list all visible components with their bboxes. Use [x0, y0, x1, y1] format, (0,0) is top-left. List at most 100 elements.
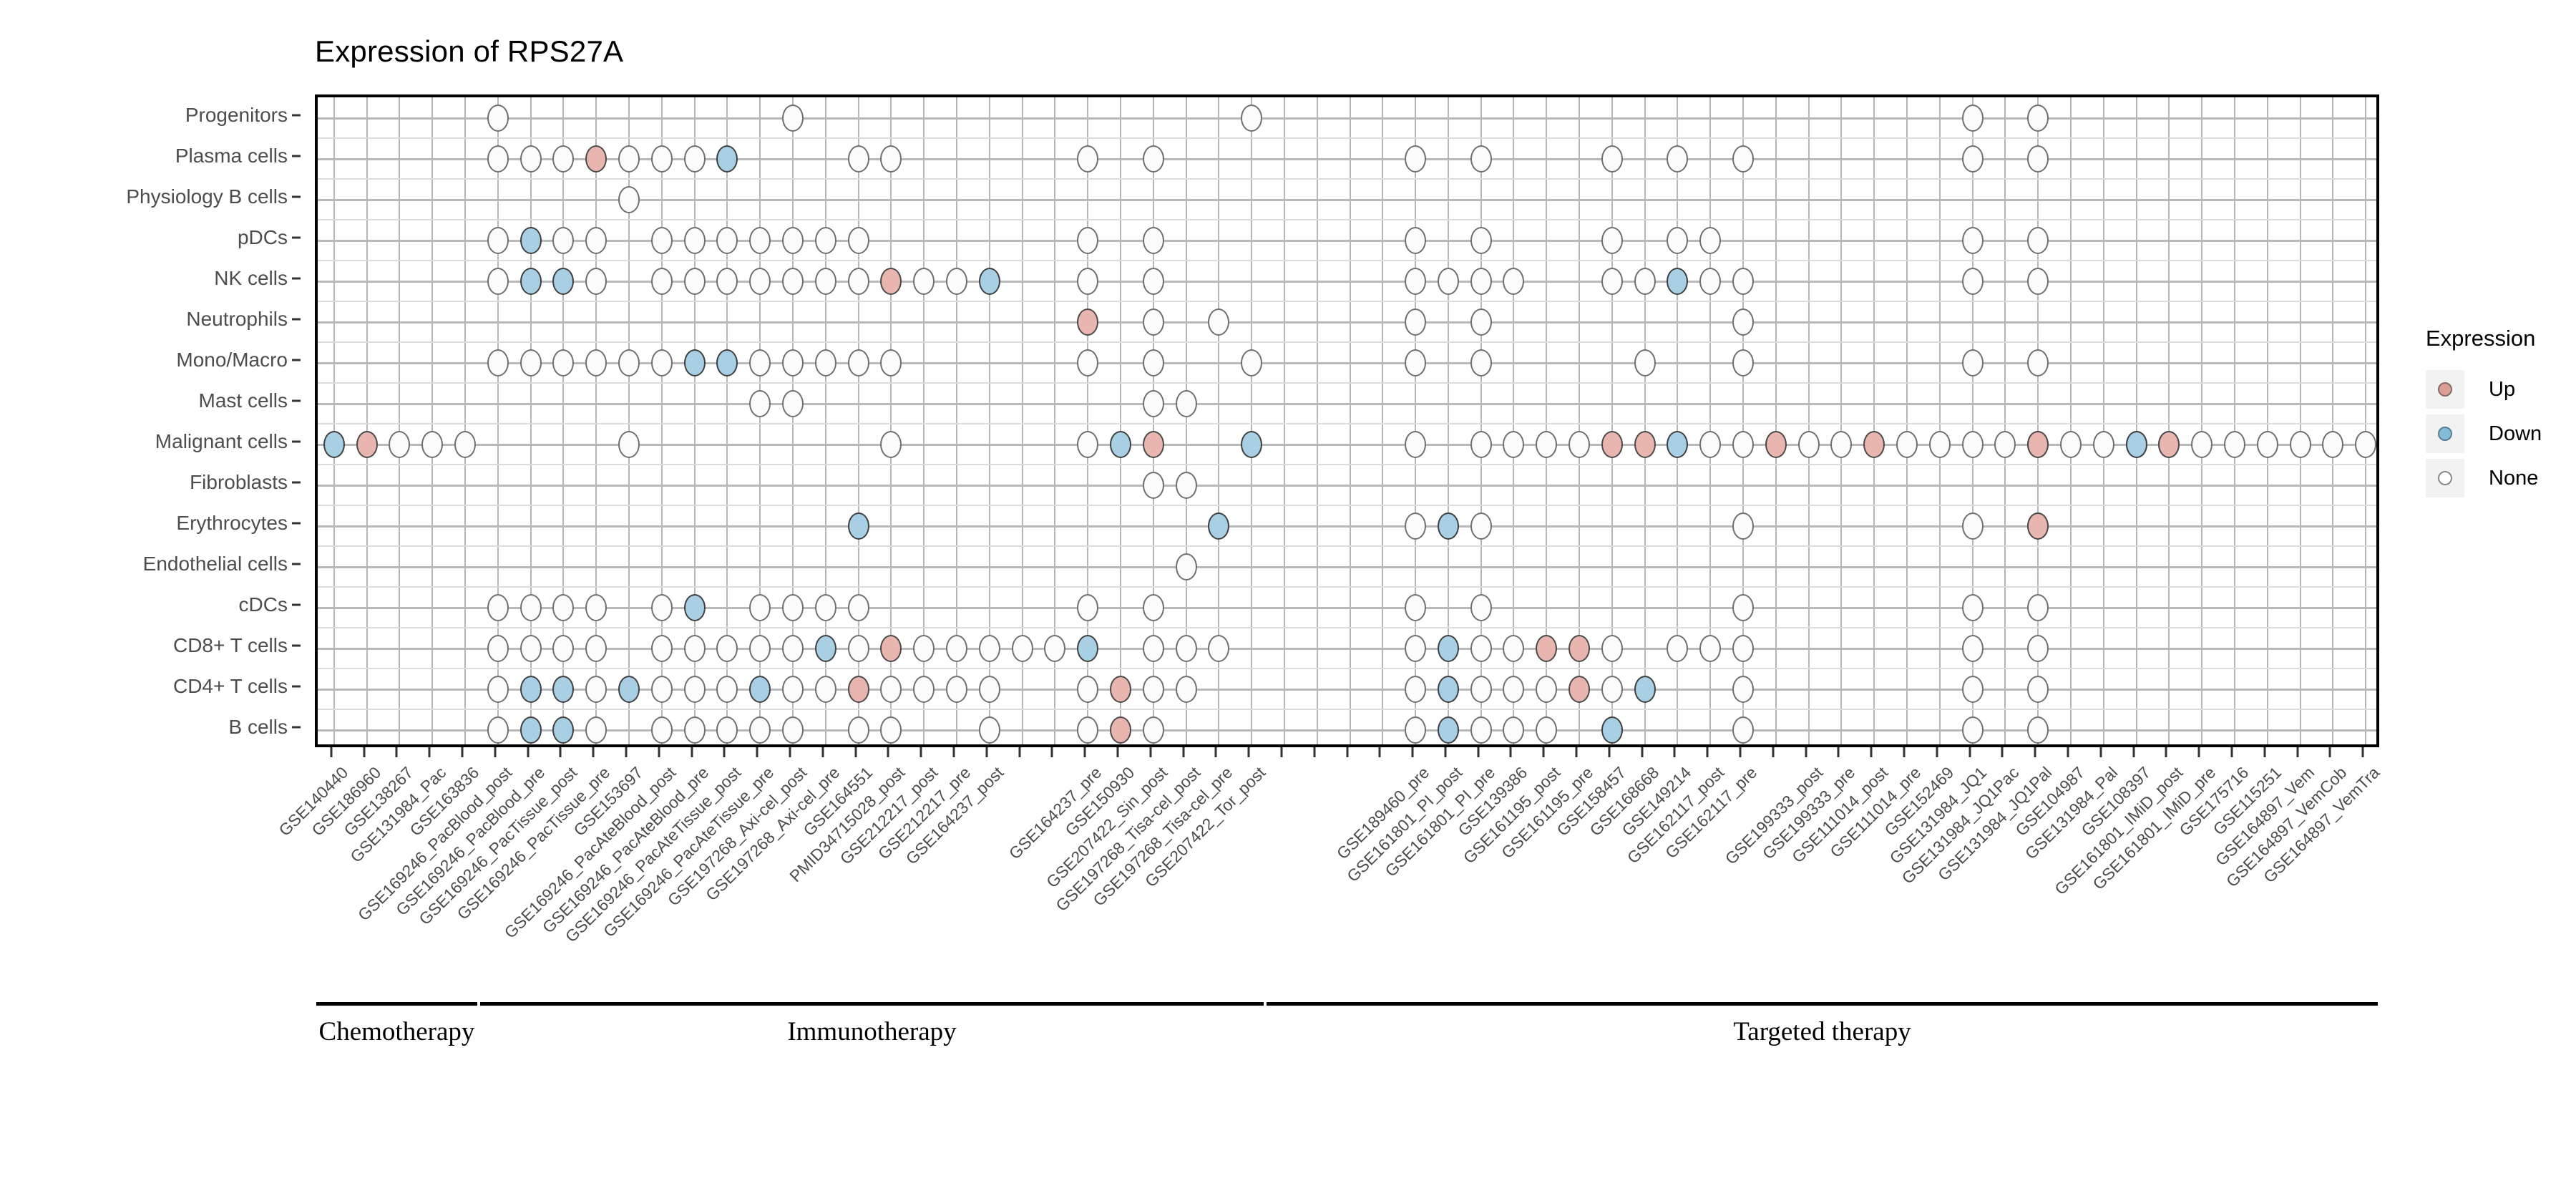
dot-none[interactable] [1077, 675, 1099, 703]
dot-none[interactable] [1732, 593, 1755, 621]
dot-none[interactable] [552, 349, 575, 376]
dot-none[interactable] [1961, 634, 1984, 662]
dot-none[interactable] [749, 349, 771, 376]
dot-none[interactable] [847, 349, 869, 376]
dot-down[interactable] [683, 593, 706, 621]
dot-none[interactable] [880, 349, 902, 376]
dot-up[interactable] [1109, 716, 1131, 744]
dot-none[interactable] [1470, 634, 1492, 662]
dot-none[interactable] [1405, 267, 1427, 295]
dot-none[interactable] [519, 593, 542, 621]
dot-none[interactable] [749, 716, 771, 744]
dot-none[interactable] [1634, 349, 1656, 376]
dot-none[interactable] [716, 226, 738, 254]
dot-none[interactable] [749, 634, 771, 662]
dot-none[interactable] [749, 267, 771, 295]
dot-down[interactable] [519, 675, 542, 703]
dot-none[interactable] [978, 675, 1000, 703]
dot-none[interactable] [945, 634, 967, 662]
dot-none[interactable] [1175, 389, 1197, 417]
dot-none[interactable] [1470, 145, 1492, 172]
dot-none[interactable] [683, 145, 706, 172]
dot-down[interactable] [1109, 430, 1131, 458]
dot-none[interactable] [650, 593, 673, 621]
dot-none[interactable] [2289, 430, 2311, 458]
dot-none[interactable] [880, 716, 902, 744]
dot-down[interactable] [1601, 716, 1623, 744]
dot-none[interactable] [1405, 593, 1427, 621]
dot-none[interactable] [1470, 349, 1492, 376]
dot-none[interactable] [782, 675, 804, 703]
dot-none[interactable] [716, 716, 738, 744]
dot-none[interactable] [487, 349, 509, 376]
dot-down[interactable] [1437, 675, 1459, 703]
dot-down[interactable] [519, 267, 542, 295]
dot-up[interactable] [1765, 430, 1787, 458]
dot-none[interactable] [552, 226, 575, 254]
dot-none[interactable] [782, 593, 804, 621]
dot-none[interactable] [1077, 593, 1099, 621]
dot-none[interactable] [1437, 267, 1459, 295]
dot-none[interactable] [880, 430, 902, 458]
dot-none[interactable] [1961, 593, 1984, 621]
dot-none[interactable] [1208, 308, 1230, 336]
dot-none[interactable] [880, 675, 902, 703]
dot-none[interactable] [1667, 634, 1689, 662]
dot-none[interactable] [716, 634, 738, 662]
dot-up[interactable] [585, 145, 608, 172]
dot-none[interactable] [2027, 226, 2049, 254]
dot-none[interactable] [1142, 226, 1164, 254]
dot-none[interactable] [1896, 430, 1918, 458]
dot-none[interactable] [487, 104, 509, 132]
dot-none[interactable] [1405, 226, 1427, 254]
dot-none[interactable] [1601, 145, 1623, 172]
dot-none[interactable] [847, 226, 869, 254]
dot-none[interactable] [1928, 430, 1951, 458]
dot-none[interactable] [1470, 675, 1492, 703]
dot-none[interactable] [1470, 716, 1492, 744]
dot-none[interactable] [1536, 675, 1558, 703]
dot-none[interactable] [1601, 675, 1623, 703]
dot-none[interactable] [1142, 634, 1164, 662]
dot-none[interactable] [945, 675, 967, 703]
dot-none[interactable] [1830, 430, 1853, 458]
dot-none[interactable] [2355, 430, 2377, 458]
dot-none[interactable] [683, 675, 706, 703]
dot-none[interactable] [1405, 634, 1427, 662]
dot-none[interactable] [814, 593, 836, 621]
dot-none[interactable] [1536, 430, 1558, 458]
dot-none[interactable] [913, 634, 935, 662]
dot-none[interactable] [1732, 349, 1755, 376]
dot-none[interactable] [1961, 226, 1984, 254]
dot-none[interactable] [1961, 349, 1984, 376]
dot-none[interactable] [1011, 634, 1033, 662]
dot-none[interactable] [421, 430, 444, 458]
dot-none[interactable] [782, 349, 804, 376]
dot-none[interactable] [814, 226, 836, 254]
dot-none[interactable] [1077, 430, 1099, 458]
dot-none[interactable] [847, 634, 869, 662]
dot-up[interactable] [2027, 430, 2049, 458]
dot-none[interactable] [1961, 716, 1984, 744]
dot-none[interactable] [487, 634, 509, 662]
dot-none[interactable] [1175, 471, 1197, 499]
dot-none[interactable] [1470, 593, 1492, 621]
dot-none[interactable] [519, 145, 542, 172]
dot-none[interactable] [1503, 634, 1525, 662]
dot-none[interactable] [650, 267, 673, 295]
dot-none[interactable] [1961, 145, 1984, 172]
dot-none[interactable] [618, 349, 640, 376]
dot-none[interactable] [1405, 430, 1427, 458]
dot-up[interactable] [1568, 634, 1591, 662]
dot-none[interactable] [1732, 308, 1755, 336]
dot-none[interactable] [1601, 634, 1623, 662]
dot-none[interactable] [1142, 716, 1164, 744]
dot-none[interactable] [618, 145, 640, 172]
dot-none[interactable] [2027, 675, 2049, 703]
dot-none[interactable] [1405, 308, 1427, 336]
dot-down[interactable] [618, 675, 640, 703]
dot-none[interactable] [1536, 716, 1558, 744]
dot-none[interactable] [585, 634, 608, 662]
dot-none[interactable] [1142, 675, 1164, 703]
dot-up[interactable] [1077, 308, 1099, 336]
